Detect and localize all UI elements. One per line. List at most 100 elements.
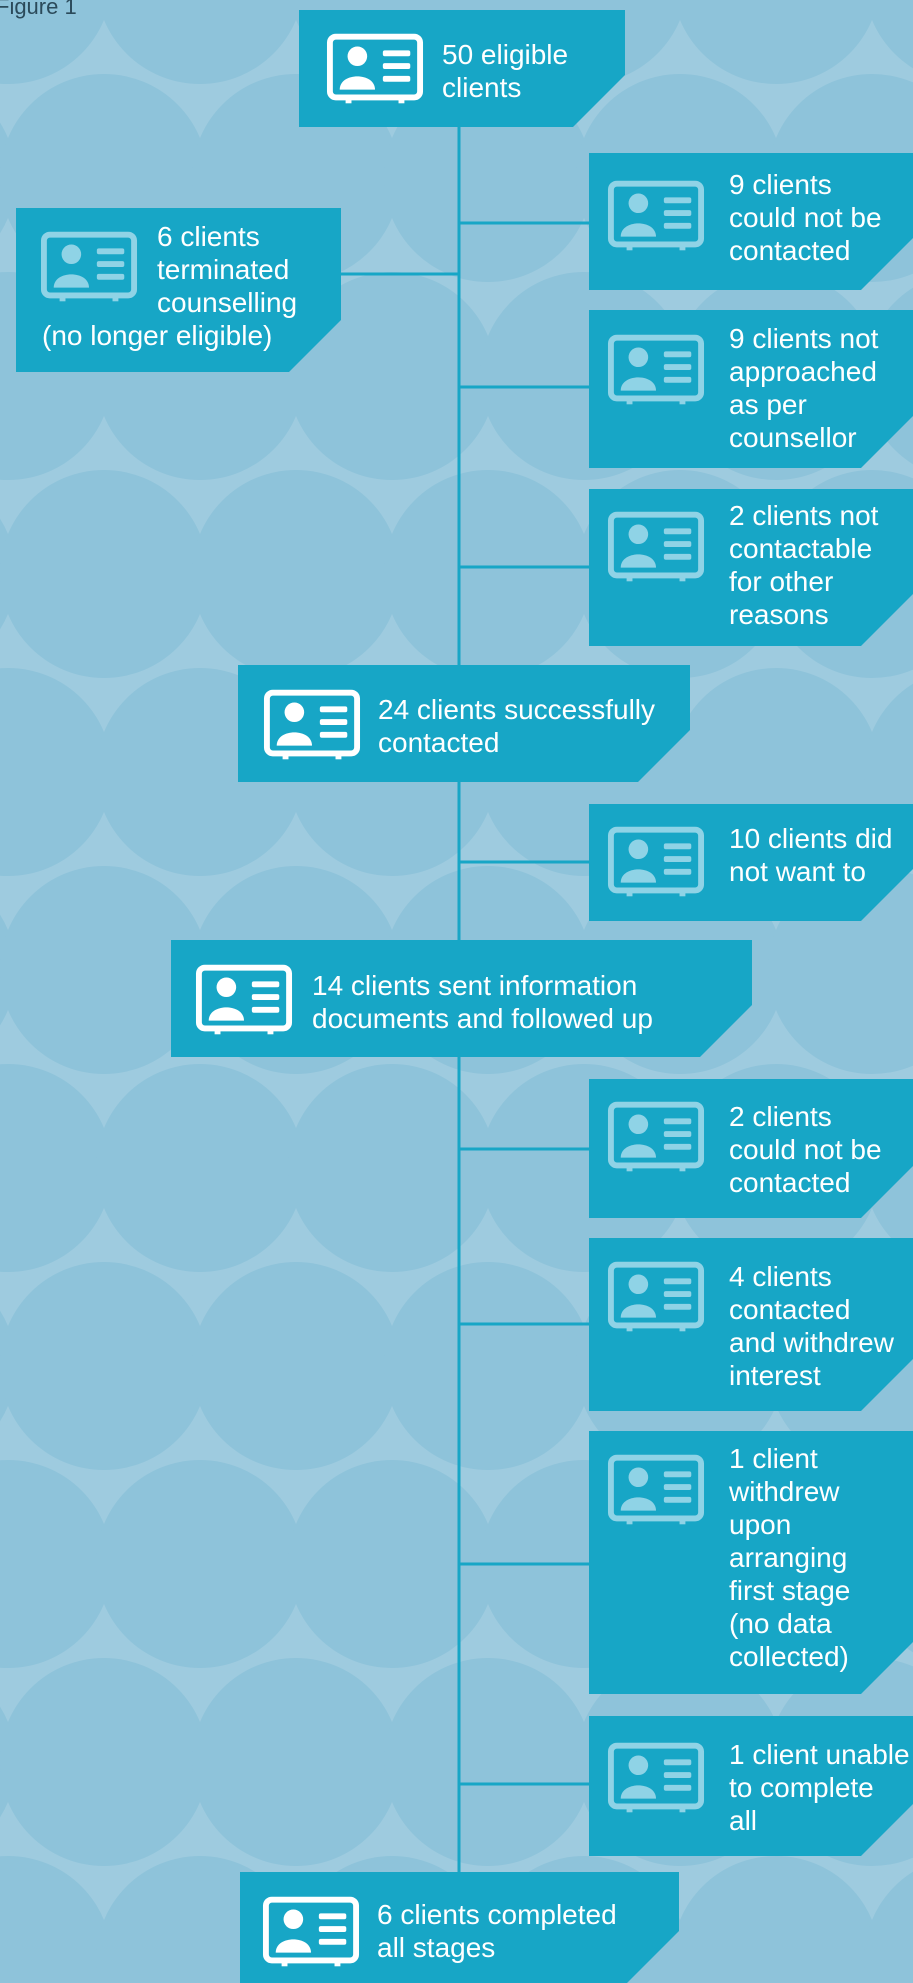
box-text-line: and withdrew	[729, 1327, 894, 1358]
box-text-line: counselling	[157, 287, 298, 318]
bg-circle	[0, 1262, 208, 1470]
id-card-icon	[262, 1896, 360, 1967]
bg-circle	[672, 1856, 880, 1983]
figure-label: Figure 1	[0, 0, 77, 19]
id-card-icon	[607, 511, 705, 582]
icon-wrap	[607, 179, 705, 258]
box-text-line: collected)	[729, 1641, 849, 1672]
icon-wrap	[607, 333, 705, 412]
box-text-line: 4 clients	[729, 1261, 832, 1292]
bg-circle	[0, 470, 208, 678]
bg-circle	[673, 0, 879, 84]
bg-circle	[0, 1460, 112, 1668]
bg-circle	[384, 1262, 592, 1470]
bg-circle	[0, 1856, 112, 1983]
box-text-line: (no data	[729, 1608, 832, 1639]
bg-circle	[192, 1658, 400, 1866]
bg-circle	[384, 1658, 592, 1866]
bg-circle	[0, 1658, 208, 1866]
box-text-line: contacted	[729, 1167, 851, 1198]
bg-circle	[0, 1064, 112, 1272]
id-card-icon	[326, 33, 424, 104]
id-card-icon	[607, 1101, 705, 1172]
box-text-line: first stage	[729, 1575, 851, 1606]
bg-circle	[192, 470, 400, 678]
box-text-line: reasons	[729, 599, 829, 630]
icon-wrap	[40, 230, 138, 309]
id-card-icon	[263, 689, 361, 760]
id-card-icon	[607, 826, 705, 897]
box-text-line: could not be	[729, 202, 882, 233]
box-text-line: contacted	[729, 235, 851, 266]
icon-wrap	[607, 1741, 705, 1820]
box-text-line: all	[729, 1805, 758, 1836]
icon-wrap	[607, 1100, 705, 1179]
bg-circle	[384, 470, 592, 678]
id-card-icon	[607, 1261, 705, 1332]
box-text-line: could not be	[729, 1134, 882, 1165]
icon-wrap	[607, 1453, 705, 1532]
box-text-line: for other	[729, 566, 834, 597]
icon-wrap	[607, 825, 705, 904]
icon-wrap	[326, 32, 424, 111]
icon-wrap	[607, 510, 705, 589]
bg-circle	[865, 0, 913, 69]
bg-circle	[97, 0, 303, 84]
box-text-line: terminated	[157, 254, 290, 285]
box-text-line: documents and followed up	[312, 1003, 653, 1034]
box-text-line: (no longer eligible)	[42, 320, 273, 351]
id-card-icon	[607, 1742, 705, 1813]
icon-wrap	[607, 1260, 705, 1339]
box-text-line: contacted	[378, 727, 500, 758]
box-text-line: all stages	[377, 1932, 496, 1963]
box-text-line: 2 clients not	[729, 500, 879, 531]
box-text-line: 9 clients not	[729, 323, 879, 354]
id-card-icon	[607, 1454, 705, 1525]
bg-circle	[0, 668, 112, 876]
box-text-line: clients	[442, 72, 522, 103]
id-card-icon	[607, 180, 705, 251]
id-card-icon	[40, 231, 138, 302]
box-text-line: as per	[729, 389, 807, 420]
box-text-line: 6 clients	[157, 221, 260, 252]
box-text-line: 50 eligible	[442, 39, 569, 70]
box-text-line: counsellor	[729, 422, 857, 453]
bg-circle	[0, 0, 111, 84]
bg-circle	[96, 1064, 304, 1272]
id-card-icon	[607, 334, 705, 405]
box-text-line: 2 clients	[729, 1101, 832, 1132]
box-text-line: withdrew	[729, 1476, 840, 1507]
box-text-line: to complete	[729, 1772, 874, 1803]
box-text-line: 9 clients	[729, 169, 832, 200]
box-text-line: 10 clients did	[729, 823, 893, 854]
box-text-line: contactable	[729, 533, 873, 564]
bg-circle	[288, 1460, 496, 1668]
bg-circle	[0, 866, 208, 1074]
box-text-line: approached	[729, 356, 877, 387]
bg-circle	[864, 1871, 913, 1983]
box-text-line: not want to	[729, 856, 866, 887]
box-text-line: 24 clients successfully	[378, 694, 656, 725]
box-text-line: interest	[729, 1360, 821, 1391]
bg-circle	[96, 1460, 304, 1668]
box-text-line: 6 clients completed	[377, 1899, 617, 1930]
box-text-line: arranging	[729, 1542, 848, 1573]
box-text-line: 1 client unable	[729, 1739, 910, 1770]
icon-wrap	[262, 1895, 360, 1974]
bg-circle	[192, 1262, 400, 1470]
icon-wrap	[195, 963, 293, 1042]
box-text-line: 14 clients sent information	[312, 970, 638, 1001]
id-card-icon	[195, 964, 293, 1035]
